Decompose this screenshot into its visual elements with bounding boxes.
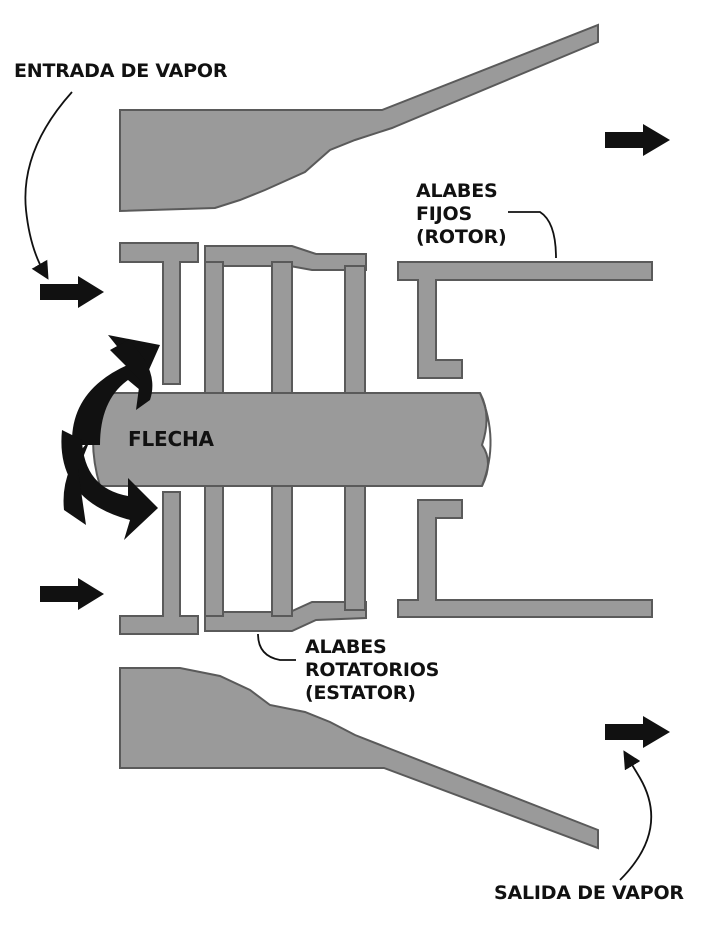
outlet-arrow-upper [605, 124, 670, 156]
inlet-bracket-lower [119, 491, 199, 635]
steam-inlet-label: ENTRADA DE VAPOR [14, 60, 228, 82]
shaft-label: FLECHA [128, 427, 214, 451]
rotation-arrow-lower [61, 430, 159, 540]
steam-outlet-label: SALIDA DE VAPOR [494, 882, 684, 904]
fixed-blades-label-line-1: ALABES [416, 180, 498, 202]
fixed-blades-label: ALABES FIJOS (ROTOR) [416, 180, 507, 249]
fixed-blade-bracket-upper [397, 261, 653, 379]
inlet-arrow-upper [40, 276, 104, 308]
inlet-bracket-upper [119, 242, 199, 385]
casing-upper [119, 23, 599, 213]
fixed-blades-label-line-3: (ROTOR) [416, 226, 507, 248]
shaft-end [479, 392, 492, 487]
fixed-blades-label-line-2: FIJOS [416, 203, 472, 225]
rotating-blades-leader [257, 633, 296, 661]
outlet-leader [619, 750, 653, 881]
inlet-arrow-lower [40, 578, 104, 610]
rotating-blades-label: ALABES ROTATORIOS (ESTATOR) [305, 636, 439, 705]
rotation-arrow-left [63, 440, 90, 525]
outlet-arrow-lower [605, 716, 670, 748]
rotation-arrow-right [110, 340, 153, 410]
inlet-leader [24, 91, 73, 280]
casing-lower [119, 667, 599, 850]
rotating-blades-label-line-3: (ESTATOR) [305, 682, 416, 704]
fixed-blade-bracket-lower [397, 499, 653, 618]
rotating-blades-label-line-1: ALABES [305, 636, 387, 658]
rotating-blades-label-line-2: ROTATORIOS [305, 659, 440, 681]
fixed-blades-leader [508, 211, 557, 259]
